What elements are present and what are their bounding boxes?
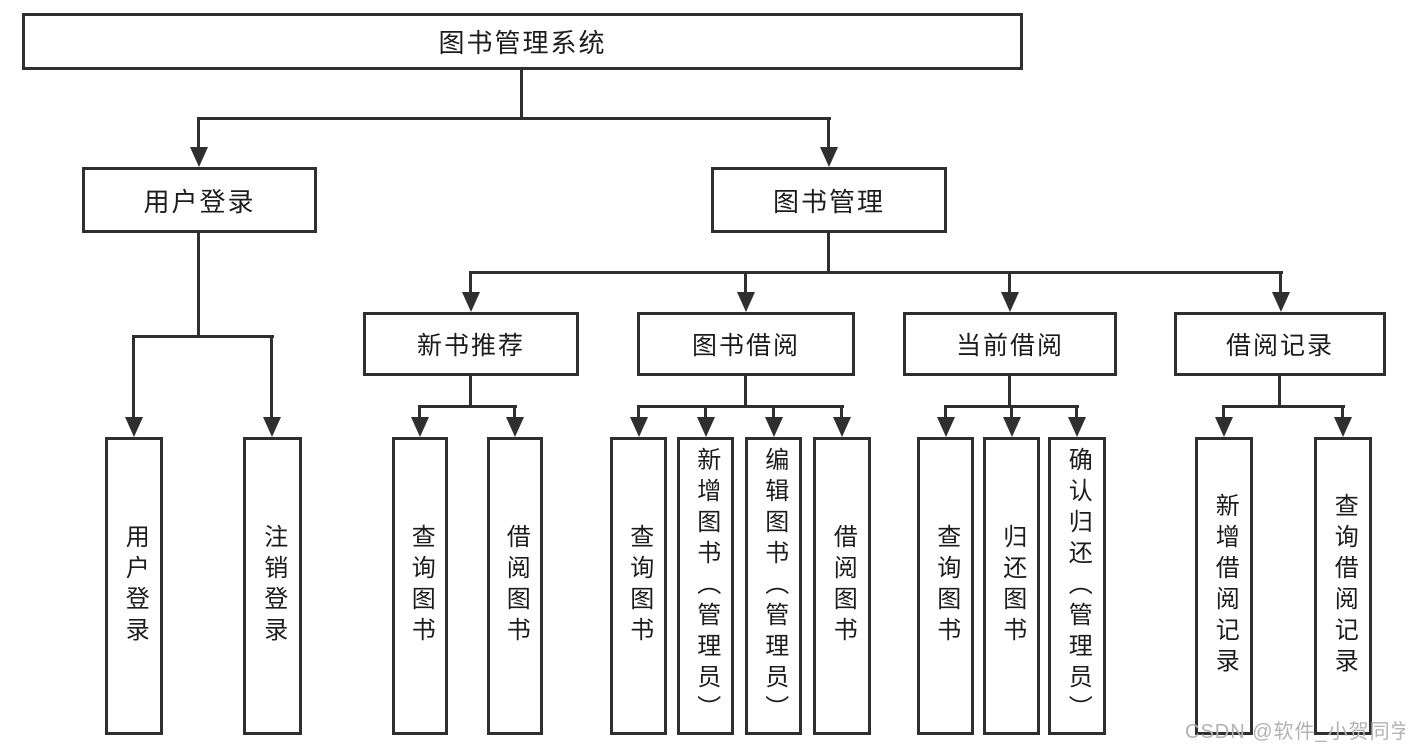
node-label: 新书推荐 (416, 332, 525, 360)
arrow-down-icon (1068, 417, 1086, 437)
connector-line (1075, 405, 1078, 419)
arrow-down-icon (462, 292, 480, 312)
leaf-user-login: 用户登录 (105, 437, 163, 735)
connector-line (418, 405, 421, 419)
connector-line (827, 117, 830, 147)
connector-line (827, 233, 830, 274)
connector-line (1341, 405, 1344, 419)
arrow-down-icon (125, 417, 143, 437)
connector-line (1010, 405, 1013, 419)
node-current-borrowing: 当前借阅 (903, 312, 1117, 376)
leaf-edit-books-admin: 编辑图书（管理员） (745, 437, 802, 735)
node-label: 查询借阅记录 (1330, 493, 1358, 679)
connector-line (197, 117, 831, 120)
node-label: 查询图书 (407, 524, 435, 648)
connector-line (469, 271, 1283, 274)
node-label: 当前借阅 (955, 332, 1064, 360)
leaf-logout: 注销登录 (243, 437, 302, 735)
node-label: 图书管理系统 (438, 28, 607, 58)
node-book-borrowing: 图书借阅 (637, 312, 855, 376)
leaf-confirm-return-admin: 确认归还（管理员） (1048, 437, 1106, 735)
arrow-down-icon (765, 417, 783, 437)
watermark: CSDN @软件_小贺同学 (1185, 721, 1405, 743)
node-label: 新增借阅记录 (1211, 493, 1239, 679)
node-user-login: 用户登录 (82, 167, 317, 233)
arrow-down-icon (630, 417, 648, 437)
connector-line (840, 405, 843, 419)
node-library-management-system: 图书管理系统 (22, 13, 1023, 70)
leaf-query-books-current: 查询图书 (917, 437, 974, 735)
connector-line (772, 405, 775, 419)
connector-line (637, 405, 844, 408)
leaf-return-books: 归还图书 (983, 437, 1040, 735)
node-book-management: 图书管理 (711, 167, 947, 233)
arrow-down-icon (833, 417, 851, 437)
connector-line (132, 335, 274, 338)
leaf-add-borrow-record: 新增借阅记录 (1195, 437, 1253, 735)
node-label: 图书借阅 (691, 332, 800, 360)
node-label: 用户登录 (143, 186, 256, 217)
connector-line (418, 405, 517, 408)
connector-line (1279, 271, 1282, 294)
connector-line (1008, 271, 1011, 294)
node-label: 查询图书 (932, 524, 960, 648)
arrow-down-icon (263, 417, 281, 437)
arrow-down-icon (1215, 417, 1233, 437)
connector-line (637, 405, 640, 419)
connector-line (469, 376, 472, 407)
node-label: 查询图书 (625, 524, 653, 648)
node-label: 编辑图书（管理员） (760, 446, 788, 726)
node-label: 借阅记录 (1225, 332, 1334, 360)
arrow-down-icon (411, 417, 429, 437)
leaf-add-books-admin: 新增图书（管理员） (677, 437, 734, 735)
connector-line (944, 405, 947, 419)
node-label: 确认归还（管理员） (1064, 446, 1092, 726)
arrow-down-icon (506, 417, 524, 437)
connector-line (1222, 405, 1345, 408)
connector-line (132, 335, 135, 419)
connector-line (270, 335, 273, 419)
connector-line (744, 271, 747, 294)
node-label: 新增图书（管理员） (692, 446, 720, 726)
leaf-query-borrow-record: 查询借阅记录 (1314, 437, 1372, 735)
arrow-down-icon (1272, 292, 1290, 312)
node-label: 注销登录 (259, 524, 287, 648)
arrow-down-icon (820, 147, 838, 167)
node-new-book-recommendation: 新书推荐 (363, 312, 579, 376)
leaf-query-books-borrowing: 查询图书 (610, 437, 667, 735)
connector-line (469, 271, 472, 294)
leaf-borrow-books-recommend: 借阅图书 (487, 437, 543, 735)
arrow-down-icon (190, 147, 208, 167)
arrow-down-icon (697, 417, 715, 437)
connector-line (744, 376, 747, 407)
arrow-down-icon (1334, 417, 1352, 437)
connector-line (513, 405, 516, 419)
connector-line (704, 405, 707, 419)
node-borrowing-records: 借阅记录 (1174, 312, 1386, 376)
leaf-borrow-books: 借阅图书 (813, 437, 871, 735)
connector-line (1278, 376, 1281, 407)
leaf-query-books-recommend: 查询图书 (392, 437, 448, 735)
arrow-down-icon (737, 292, 755, 312)
node-label: 用户登录 (121, 524, 149, 648)
connector-line (197, 117, 200, 147)
connector-line (1008, 376, 1011, 407)
connector-line (1222, 405, 1225, 419)
connector-line (520, 70, 523, 118)
connector-line (197, 233, 200, 337)
node-label: 归还图书 (998, 524, 1026, 648)
arrow-down-icon (937, 417, 955, 437)
arrow-down-icon (1001, 292, 1019, 312)
node-label: 图书管理 (772, 186, 885, 217)
node-label: 借阅图书 (829, 524, 857, 648)
arrow-down-icon (1003, 417, 1021, 437)
node-label: 借阅图书 (502, 524, 530, 648)
